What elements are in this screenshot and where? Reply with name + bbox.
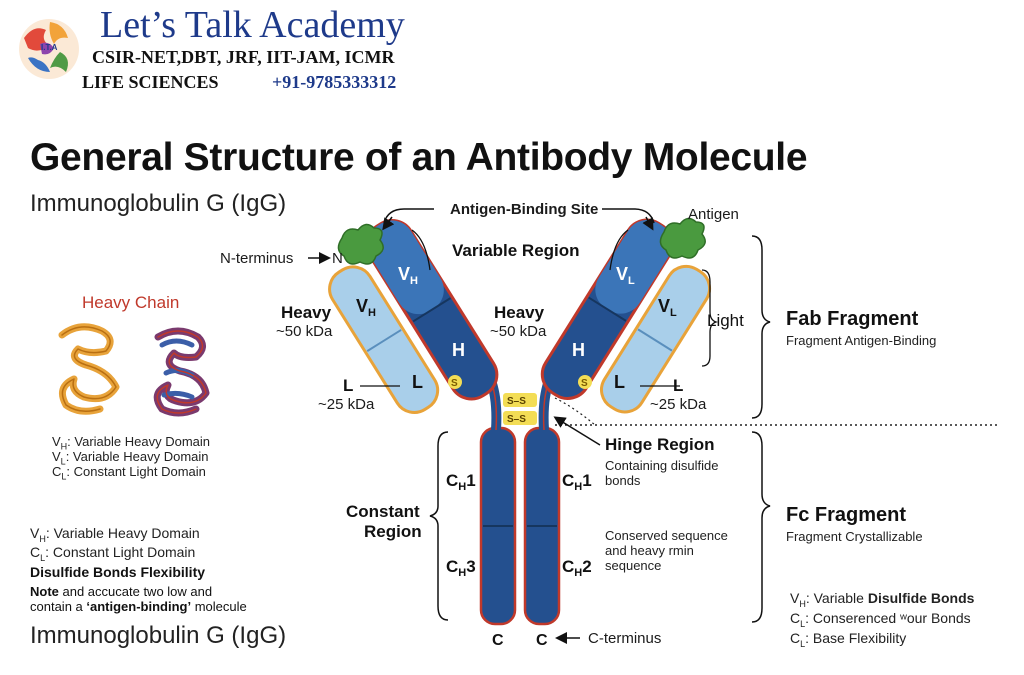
n-terminus-label: N-terminus (220, 250, 294, 267)
h-right-label: H (572, 340, 585, 360)
n-label: N (332, 250, 343, 267)
fc-fragment-subtitle: Fragment Crystallizable (786, 529, 923, 544)
l-right-kda: ~25 kDa (650, 396, 707, 413)
s-right: S (581, 378, 588, 389)
conserved-desc-3: sequence (605, 558, 662, 573)
ch3-left-label: CH3 (446, 557, 476, 579)
page-title: General Structure of an Antibody Molecul… (30, 136, 808, 179)
l-right-outer-label: L (673, 376, 684, 395)
right-key-cl-1: CL: Conserenced ʷour Bonds (790, 610, 971, 629)
conserved-desc-2: and heavy rmin (605, 543, 694, 558)
svg-text:I.T.A: I.T.A (41, 43, 58, 52)
variable-region-bracket-right (609, 229, 629, 271)
key1-vh: VH: Variable Heavy Domain (52, 434, 210, 452)
ch2-right-label: CH2 (562, 557, 592, 579)
vl-right-label: VL (616, 264, 635, 287)
disulfide-flexibility-title: Disulfide Bonds Flexibility (30, 564, 206, 580)
ss-bottom: S–S (507, 414, 526, 425)
right-light-chain (600, 264, 712, 414)
brand-logo: I.T.A (10, 8, 88, 90)
l-left-label: L (412, 372, 423, 392)
hinge-desc-2: bonds (605, 473, 641, 488)
hinge-region-label: Hinge Region (605, 435, 715, 454)
key2-vh: VH: Variable Heavy Domain (30, 525, 200, 544)
heavy-chain-title: Heavy Chain (82, 293, 180, 312)
fc-bracket (751, 431, 771, 623)
disulfide-bonds (448, 375, 592, 425)
heavy-left-kda: ~50 kDa (276, 323, 333, 340)
vh-left-label: VH (398, 264, 418, 287)
brand-phone: +91-9785333312 (272, 72, 397, 92)
fab-bracket (751, 235, 771, 419)
light-label: Light (707, 311, 744, 330)
page-subtitle: Immunoglobulin G (IgG) (30, 190, 287, 217)
c-terminus-label: C-terminus (588, 630, 662, 647)
fc-fragment-title: Fc Fragment (786, 504, 907, 526)
left-heavy-chain (365, 219, 499, 401)
l-left-kda: ~25 kDa (318, 396, 375, 413)
brand-field: LIFE SCIENCES (82, 72, 219, 92)
hinge-desc-1: Containing disulfide (605, 458, 719, 473)
constant-region-label-1: Constant (346, 502, 420, 521)
c-terminus-left: C (492, 632, 504, 649)
key1-cl: CL: Constant Light Domain (52, 464, 206, 482)
key2-cl: CL: Constant Light Domain (30, 544, 196, 563)
constant-region-bracket (429, 431, 449, 621)
ch1-right-label: CH1 (562, 471, 592, 493)
fab-fragment-subtitle: Fragment Antigen-Binding (786, 333, 937, 348)
right-heavy-chain (540, 218, 674, 400)
variable-region-bracket-left (411, 229, 431, 271)
variable-region-label: Variable Region (452, 241, 580, 260)
antigen-left (337, 223, 384, 265)
light-bracket (701, 269, 719, 367)
h-left-label: H (452, 340, 465, 360)
ch1-left-label: CH1 (446, 471, 476, 493)
key1-vl: VL: Variable Heavy Domain (52, 449, 209, 467)
brand-name: Let’s Talk Academy (100, 4, 405, 46)
ribbon-structure-illustration (40, 315, 240, 425)
fab-fragment-title: Fab Fragment (786, 308, 919, 330)
antigen-binding-site-label: Antigen-Binding Site (450, 201, 599, 218)
heavy-left-label: Heavy (281, 303, 332, 322)
l-right-label: L (614, 372, 625, 392)
right-key-cl-2: CL: Base Flexibility (790, 630, 907, 649)
heavy-right-kda: ~50 kDa (490, 323, 547, 340)
s-left: S (451, 378, 458, 389)
antigen-label: Antigen (688, 206, 739, 223)
right-key-vh: VH: Variable Disulfide Bonds (790, 590, 975, 609)
ss-top: S–S (507, 396, 526, 407)
vl-right-outer-label: VL (658, 296, 677, 319)
constant-region-label-2: Region (364, 522, 422, 541)
conserved-desc-1: Conserved sequence (605, 528, 728, 543)
note-line-2: contain a ‘antigen-binding’ molecule (30, 599, 247, 614)
c-terminus-right: C (536, 632, 548, 649)
footer-title: Immunoglobulin G (IgG) (30, 622, 287, 649)
antigen-right (659, 217, 706, 259)
left-light-chain (328, 265, 440, 414)
brand-exams: CSIR-NET,DBT, JRF, IIT-JAM, ICMR (92, 47, 395, 67)
l-left-outer-label: L (343, 376, 354, 395)
note-line-1: Note and accucate two low and (30, 584, 213, 599)
heavy-right-label: Heavy (494, 303, 545, 322)
vh-left-outer-label: VH (356, 296, 376, 319)
